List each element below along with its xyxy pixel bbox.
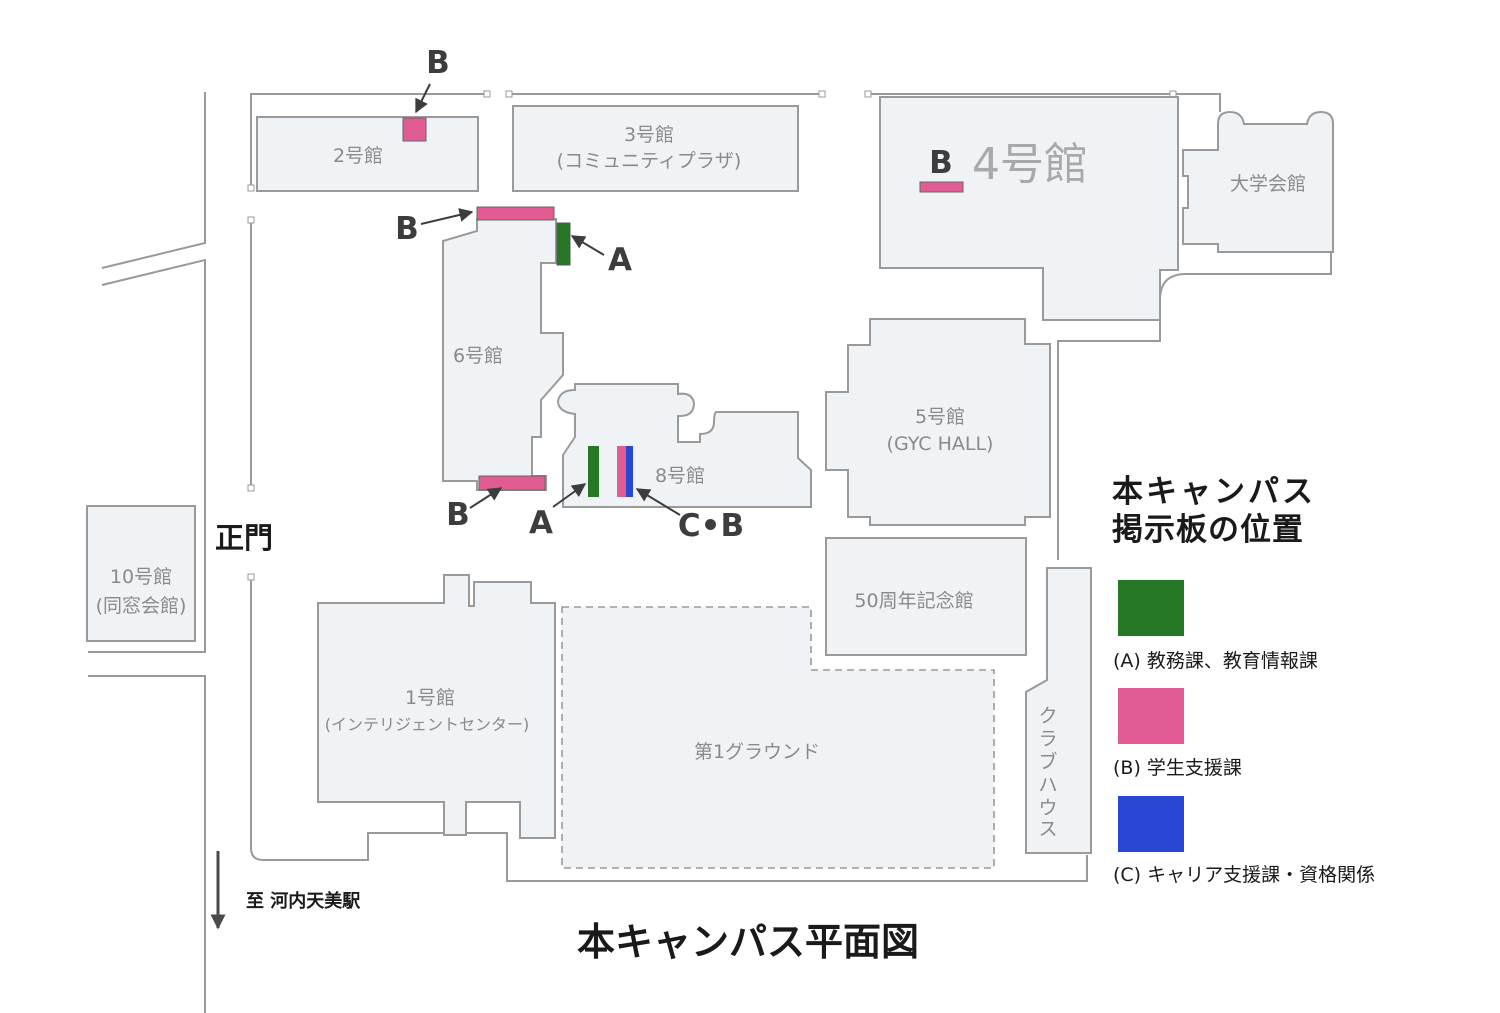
main-gate-label: 正門 <box>215 521 273 555</box>
building-2-label: 2号館 <box>333 145 383 167</box>
board-b-building-6-bottom <box>478 475 546 491</box>
board-b-building-8 <box>617 446 626 497</box>
building-6-label: 6号館 <box>453 345 503 367</box>
legend-label-c: (C) キャリア支援課・資格関係 <box>1113 864 1375 886</box>
map-title: 本キャンパス平面図 <box>577 920 919 964</box>
board-b-building-4 <box>919 181 964 193</box>
marker-a-building-8: A <box>529 505 553 541</box>
board-c-building-8 <box>626 446 633 497</box>
building-3: 3号館 (コミュニティプラザ) <box>512 105 799 192</box>
building-4-label: 4号館 <box>972 139 1088 190</box>
building-10: 10号館 (同窓会館) <box>86 505 196 642</box>
legend-swatch-c <box>1118 796 1184 852</box>
building-6: 6号館 <box>442 218 564 491</box>
marker-a-building-6: A <box>608 242 632 278</box>
club-house-char-4: ハ <box>1038 774 1057 796</box>
club-house-char-5: ウ <box>1038 797 1057 819</box>
legend: 本キャンパス 掲示板の位置 (A) 教務課、教育情報課 (B) 学生支援課 (C… <box>1112 474 1375 886</box>
building-50-label: 50周年記念館 <box>854 589 973 612</box>
club-house-char-6: ス <box>1038 818 1057 840</box>
building-2: 2号館 <box>256 116 479 192</box>
building-10-sublabel: (同窓会館) <box>96 595 187 617</box>
roads <box>88 90 1332 1013</box>
legend-label-a: (A) 教務課、教育情報課 <box>1113 650 1318 672</box>
building-3-label: 3号館 <box>624 124 674 146</box>
building-1-label: 1号館 <box>405 687 455 709</box>
club-house: ク ラ ブ ハ ウ ス <box>1025 567 1092 854</box>
marker-cb-building-8: C•B <box>678 508 744 544</box>
building-1: 1号館 (インテリジェントセンター) <box>317 574 556 839</box>
bulletin-markers <box>402 117 964 497</box>
marker-b-building-6-bottom: B <box>446 497 470 533</box>
marker-labels: B B A B B A C•B <box>395 45 953 544</box>
board-b-building-2 <box>402 117 427 142</box>
legend-title-line-2: 掲示板の位置 <box>1112 512 1304 548</box>
club-house-char-3: ブ <box>1038 750 1057 773</box>
building-univ-hall: 大学会館 <box>1182 110 1334 253</box>
marker-b-building-2: B <box>426 45 450 81</box>
building-8-label: 8号館 <box>655 465 705 487</box>
ground-1-label: 第1グラウンド <box>694 741 820 763</box>
building-3-sublabel: (コミュニティプラザ) <box>557 150 742 172</box>
marker-b-building-4: B <box>929 145 953 181</box>
club-house-char-1: ク <box>1038 705 1057 727</box>
legend-title-line-1: 本キャンパス <box>1112 474 1316 510</box>
marker-b-building-6-top: B <box>395 211 419 247</box>
building-4: 4号館 <box>879 96 1179 321</box>
building-5-label: 5号館 <box>915 406 965 428</box>
ground-1: 第1グラウンド <box>561 606 995 869</box>
building-50th-anniversary: 50周年記念館 <box>825 537 1027 656</box>
building-univ-hall-label: 大学会館 <box>1230 173 1306 195</box>
legend-swatch-b <box>1118 688 1184 744</box>
legend-swatch-a <box>1118 580 1184 636</box>
building-5: 5号館 (GYC HALL) <box>825 318 1051 526</box>
board-a-building-8 <box>588 446 599 497</box>
building-1-sublabel: (インテリジェントセンター) <box>325 715 530 734</box>
board-a-building-6 <box>556 222 571 266</box>
legend-label-b: (B) 学生支援課 <box>1113 757 1242 779</box>
club-house-char-2: ラ <box>1038 728 1057 750</box>
building-5-sublabel: (GYC HALL) <box>887 433 994 455</box>
board-b-building-6-top <box>476 206 555 221</box>
station-direction-label: 至 河内天美駅 <box>246 890 361 912</box>
building-10-label: 10号館 <box>110 566 172 588</box>
